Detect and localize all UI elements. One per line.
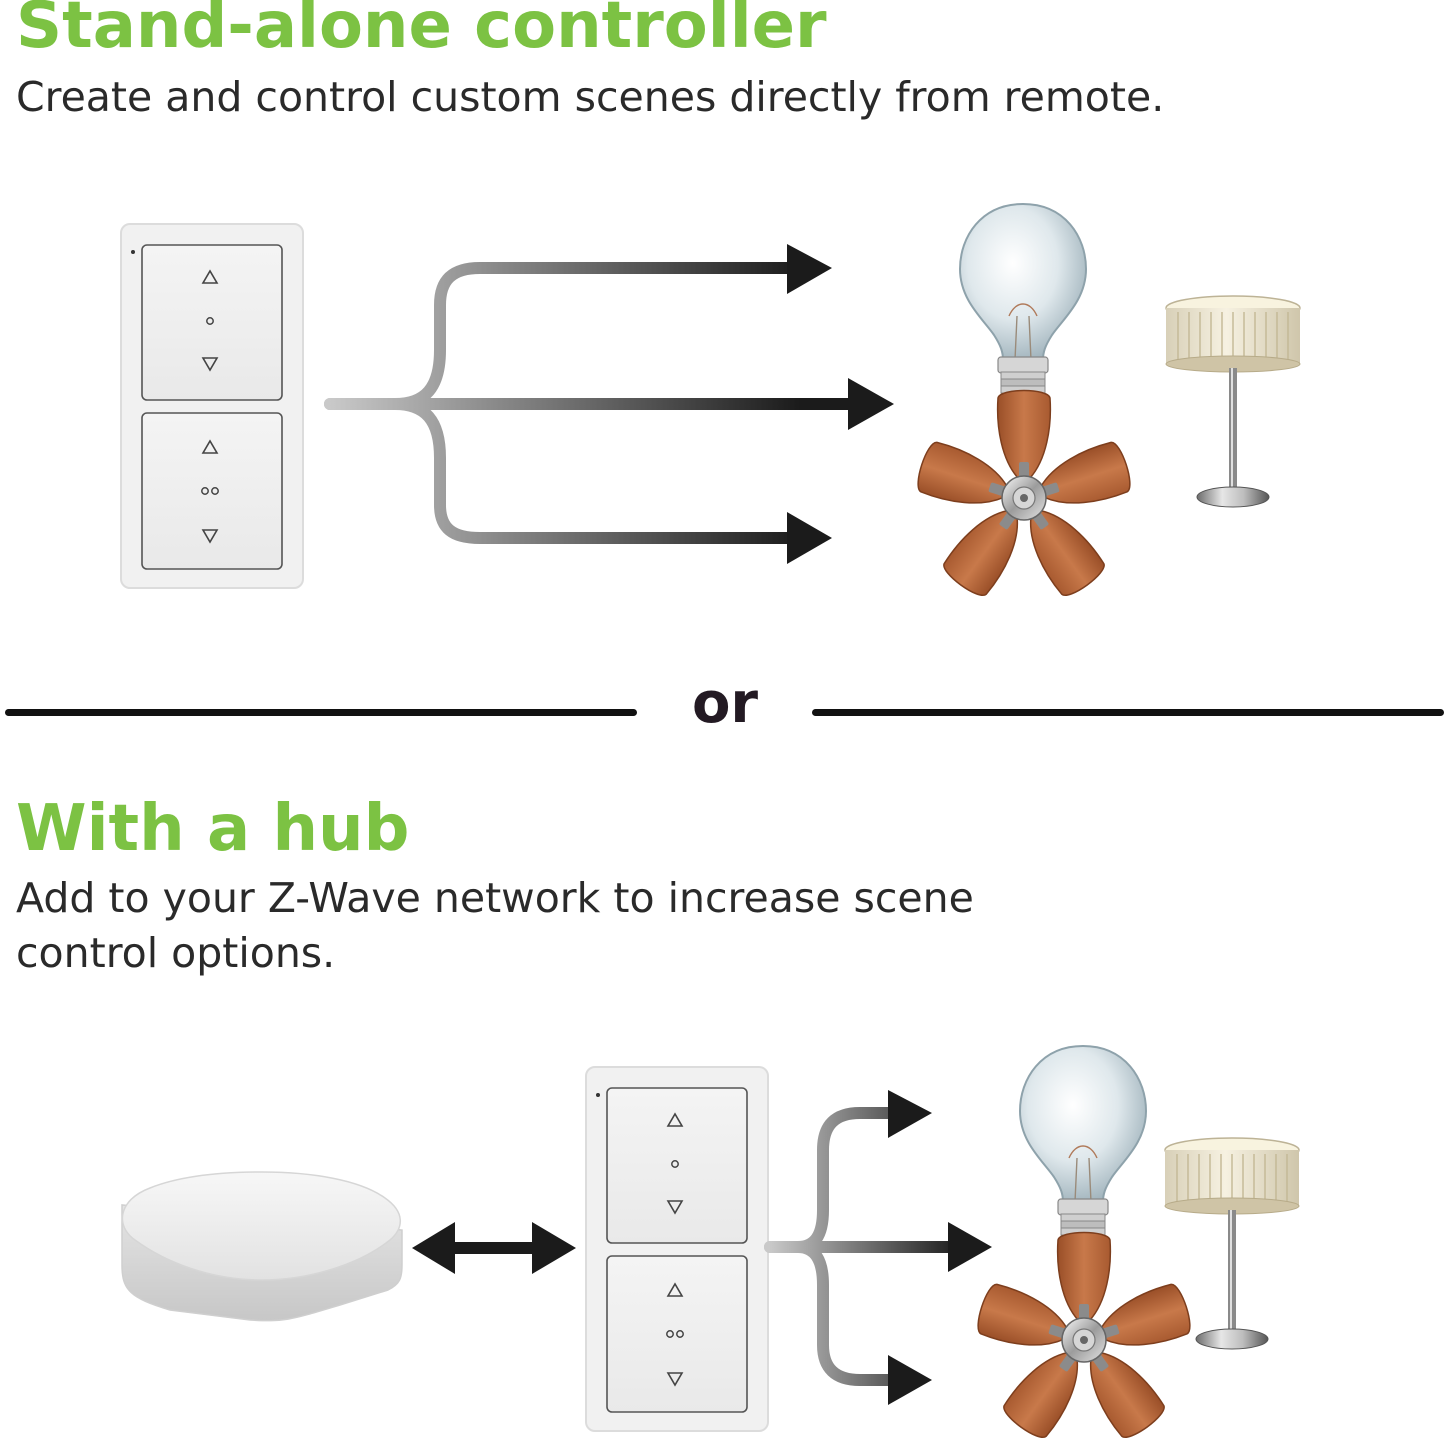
double-arrow-icon bbox=[412, 1222, 576, 1274]
arrow-icon bbox=[888, 1355, 932, 1405]
hub-title: With a hub bbox=[16, 792, 410, 866]
arrow-icon bbox=[888, 1090, 932, 1138]
standalone-subtitle: Create and control custom scenes directl… bbox=[16, 73, 1165, 121]
table-lamp-icon bbox=[1165, 295, 1301, 508]
arrow-icon bbox=[787, 244, 832, 294]
hub-subtitle-line2: control options. bbox=[16, 929, 336, 977]
remote-icon bbox=[120, 223, 304, 589]
divider-line-right bbox=[812, 709, 1444, 716]
arrow-icon bbox=[948, 1222, 992, 1272]
hub-subtitle: Add to your Z-Wave network to increase s… bbox=[16, 871, 974, 981]
branch-arrows-hub bbox=[764, 1090, 992, 1405]
ceiling-fan-icon bbox=[914, 391, 1135, 601]
light-bulb-icon bbox=[959, 203, 1087, 411]
divider-line-left bbox=[5, 709, 637, 716]
arrow-icon bbox=[787, 512, 832, 564]
light-bulb-icon bbox=[1019, 1045, 1147, 1253]
hub-subtitle-line1: Add to your Z-Wave network to increase s… bbox=[16, 874, 974, 922]
hub-icon bbox=[121, 1171, 403, 1322]
standalone-title: Stand-alone controller bbox=[16, 0, 827, 63]
remote-icon bbox=[585, 1066, 769, 1432]
branch-arrows bbox=[324, 244, 894, 564]
arrow-icon bbox=[848, 378, 894, 430]
divider-or-label: or bbox=[691, 671, 759, 736]
ceiling-fan-icon bbox=[974, 1233, 1195, 1443]
